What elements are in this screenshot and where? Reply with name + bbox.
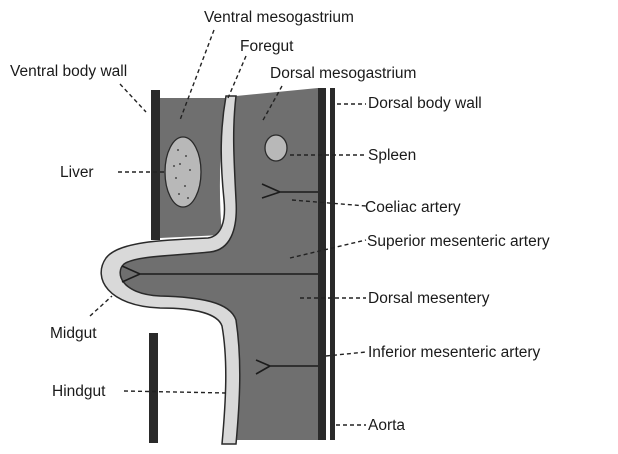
liver	[165, 137, 201, 207]
label-ventral-body-wall: Ventral body wall	[10, 63, 127, 80]
label-ventral-mesogastrium: Ventral mesogastrium	[204, 9, 354, 26]
label-hindgut: Hindgut	[52, 383, 106, 400]
label-dorsal-mesogastrium: Dorsal mesogastrium	[270, 65, 416, 82]
aorta	[330, 88, 335, 440]
label-dorsal-body-wall: Dorsal body wall	[368, 95, 482, 112]
label-superior-mesenteric-artery: Superior mesenteric artery	[367, 233, 550, 250]
label-inferior-mesenteric-artery: Inferior mesenteric artery	[368, 344, 541, 361]
dorsal-body-wall	[318, 88, 326, 440]
ventral-body-wall	[151, 90, 160, 240]
ventral-body-wall-lower	[149, 333, 158, 443]
label-coeliac-artery: Coeliac artery	[365, 199, 461, 216]
label-spleen: Spleen	[368, 147, 416, 164]
label-liver: Liver	[60, 164, 94, 181]
spleen	[265, 135, 287, 161]
label-dorsal-mesentery: Dorsal mesentery	[368, 290, 490, 307]
label-aorta: Aorta	[368, 417, 405, 434]
label-foregut: Foregut	[240, 38, 294, 55]
label-midgut: Midgut	[50, 325, 97, 342]
